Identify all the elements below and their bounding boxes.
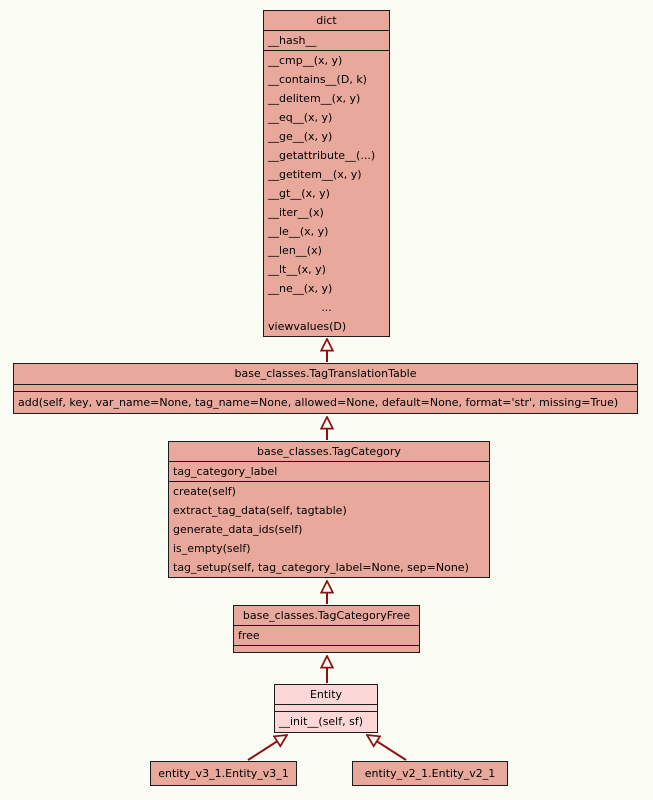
- method: add(self, key, var_name=None, tag_name=N…: [18, 396, 619, 409]
- attributes-section: free: [234, 626, 419, 646]
- methods-section: __init__(self, sf): [275, 712, 377, 732]
- method: __len__(x): [268, 244, 322, 257]
- attributes-section: tag_category_label: [169, 462, 489, 482]
- class-title: Entity: [275, 685, 377, 705]
- method: __ge__(x, y): [268, 130, 333, 143]
- methods-section: __cmp__(x, y) __contains__(D, k) __delit…: [264, 51, 389, 336]
- method: __lt__(x, y): [268, 263, 326, 276]
- method: __cmp__(x, y): [268, 54, 343, 67]
- class-box-entity: Entity __init__(self, sf): [274, 684, 378, 733]
- methods-section: add(self, key, var_name=None, tag_name=N…: [14, 392, 637, 413]
- method: __iter__(x): [268, 206, 324, 219]
- methods-ellipsis: ...: [321, 301, 332, 314]
- method: generate_data_ids(self): [173, 523, 303, 536]
- attributes-section-empty: [275, 705, 377, 712]
- attribute: tag_category_label: [173, 465, 278, 478]
- method: __gt__(x, y): [268, 187, 330, 200]
- class-box-tagcategory: base_classes.TagCategory tag_category_la…: [168, 441, 490, 578]
- method: __le__(x, y): [268, 225, 329, 238]
- method: __getattribute__(...): [268, 149, 376, 162]
- method: __ne__(x, y): [268, 282, 333, 295]
- method: extract_tag_data(self, tagtable): [173, 504, 347, 517]
- class-box-entity-v3-1: entity_v3_1.Entity_v3_1: [150, 761, 297, 786]
- attribute: __hash__: [268, 34, 317, 47]
- class-title: dict: [264, 11, 389, 31]
- attributes-section: __hash__: [264, 31, 389, 51]
- class-box-entity-v2-1: entity_v2_1.Entity_v2_1: [352, 761, 508, 786]
- method: __eq__(x, y): [268, 111, 333, 124]
- edge-entityv2-to-entity: [367, 735, 407, 761]
- method: tag_setup(self, tag_category_label=None,…: [173, 561, 469, 574]
- method: is_empty(self): [173, 542, 251, 555]
- class-title: entity_v2_1.Entity_v2_1: [364, 767, 496, 780]
- methods-section: create(self) extract_tag_data(self, tagt…: [169, 482, 489, 577]
- method: create(self): [173, 485, 236, 498]
- method: viewvalues(D): [268, 320, 347, 333]
- class-box-tagcategoryfree: base_classes.TagCategoryFree free: [233, 605, 420, 653]
- methods-section-empty: [234, 646, 419, 652]
- class-box-dict: dict __hash__ __cmp__(x, y) __contains__…: [263, 10, 390, 337]
- class-title: entity_v3_1.Entity_v3_1: [158, 767, 289, 780]
- method: __getitem__(x, y): [268, 168, 362, 181]
- class-title: base_classes.TagCategory: [169, 442, 489, 462]
- method: __delitem__(x, y): [268, 92, 361, 105]
- attribute: free: [238, 629, 260, 642]
- attributes-section-empty: [14, 385, 637, 392]
- class-title: base_classes.TagTranslationTable: [14, 364, 637, 385]
- method: __init__(self, sf): [279, 715, 364, 728]
- method: __contains__(D, k): [268, 73, 367, 86]
- class-title: base_classes.TagCategoryFree: [234, 606, 419, 626]
- edge-entityv3-to-entity: [247, 735, 287, 761]
- class-box-tagtranslationtable: base_classes.TagTranslationTable add(sel…: [13, 363, 638, 414]
